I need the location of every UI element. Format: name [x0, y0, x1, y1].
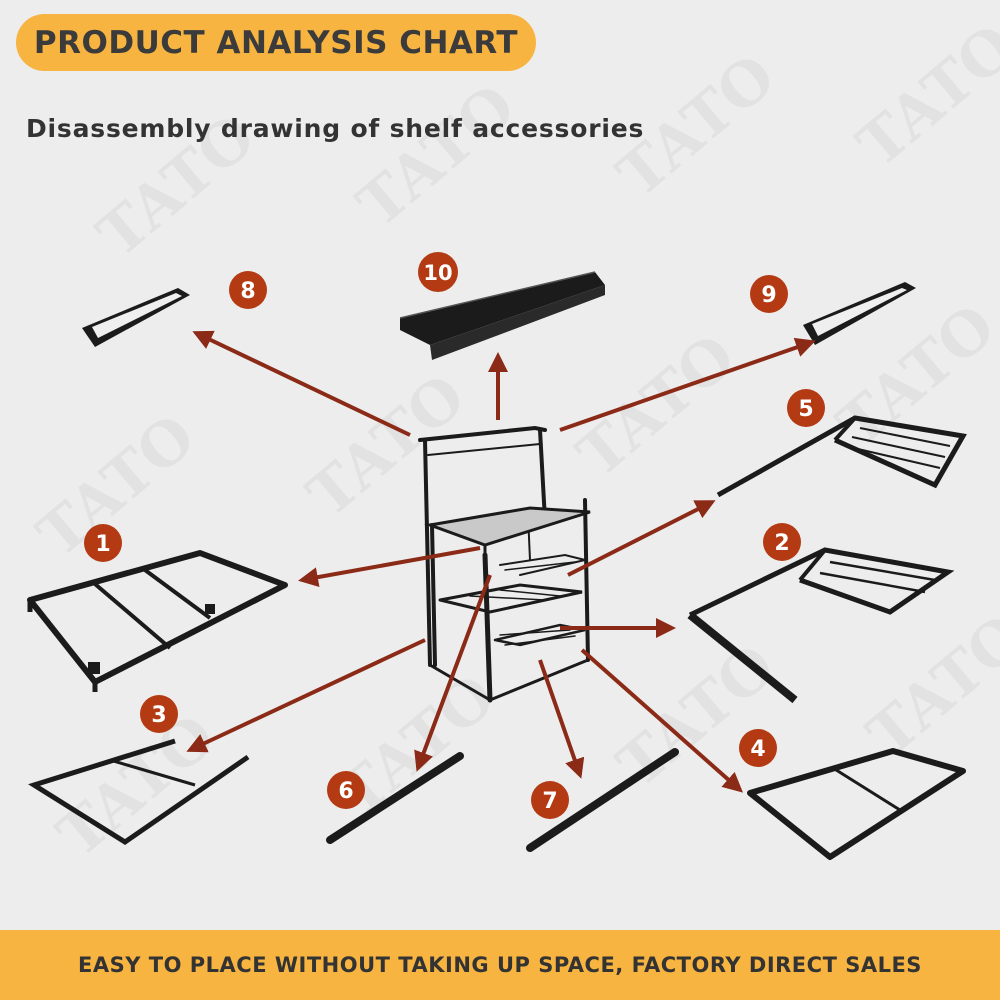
- disassembly-diagram: 8 10 9 5 1 2 3 4 6 7: [27, 252, 967, 860]
- part-number: 2: [774, 531, 789, 556]
- part-6-bar: [326, 752, 464, 844]
- arrow-to-part-3: [186, 638, 426, 753]
- part-number-badge: 2: [763, 523, 801, 561]
- arrow-to-part-4: [580, 648, 743, 793]
- part-1-frame: [27, 550, 288, 692]
- pointer-arrows: [186, 330, 816, 793]
- arrow-to-part-5: [567, 500, 716, 577]
- part-number-badge: 8: [229, 271, 267, 309]
- part-number-badge: 7: [531, 781, 569, 819]
- part-number: 6: [338, 779, 353, 804]
- arrow-to-part-9: [559, 337, 816, 432]
- part-number: 9: [761, 283, 776, 308]
- part-number: 8: [240, 279, 255, 304]
- shelf-assembly: [418, 425, 591, 703]
- part-number: 5: [798, 397, 813, 422]
- part-number: 1: [95, 532, 110, 557]
- page-title: PRODUCT ANALYSIS CHART: [16, 14, 536, 71]
- footer-banner: EASY TO PLACE WITHOUT TAKING UP SPACE, F…: [0, 930, 1000, 1000]
- part-10-tray: [399, 271, 605, 360]
- part-number-badge: 9: [750, 275, 788, 313]
- arrow-to-part-6: [414, 574, 492, 772]
- part-number: 7: [542, 789, 557, 814]
- part-number-badge: 10: [418, 252, 458, 292]
- part-number: 4: [750, 737, 765, 762]
- part-number-badge: 4: [739, 729, 777, 767]
- part-number: 10: [423, 261, 452, 285]
- part-8-frame: [82, 288, 190, 347]
- part-2-frame: [687, 547, 955, 704]
- part-number-badge: 6: [327, 771, 365, 809]
- part-4-frame: [747, 748, 966, 860]
- part-5-wire-shelf: [716, 415, 967, 498]
- page-subtitle: Disassembly drawing of shelf accessories: [26, 114, 645, 143]
- part-number-badge: 3: [140, 695, 178, 733]
- part-7-bar: [526, 748, 679, 852]
- part-number-badge: 1: [84, 524, 122, 562]
- part-9-frame: [803, 282, 916, 345]
- arrow-to-part-7: [538, 659, 585, 779]
- arrow-to-part-8: [192, 330, 411, 437]
- arrow-to-part-1: [298, 546, 481, 588]
- part-number: 3: [151, 703, 166, 728]
- part-number-badge: 5: [787, 389, 825, 427]
- part-3-frame: [28, 738, 250, 845]
